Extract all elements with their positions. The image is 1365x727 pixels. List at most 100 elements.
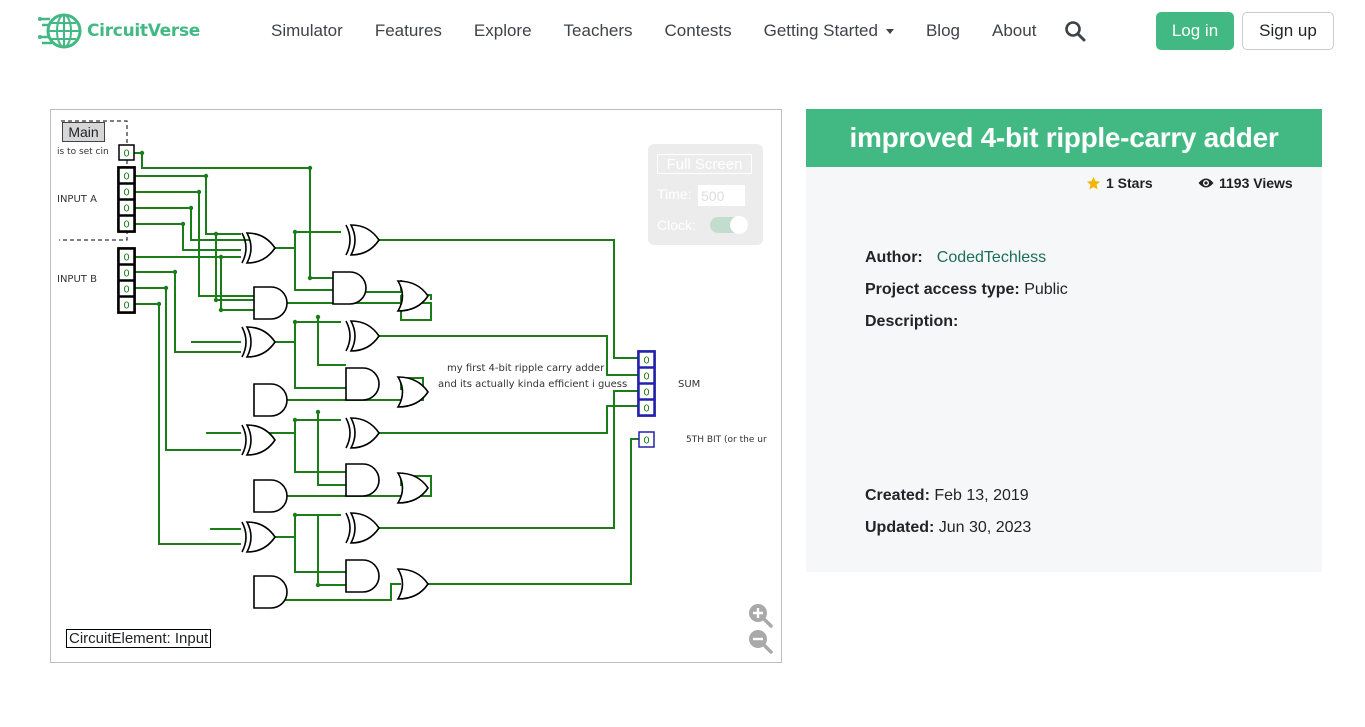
fifth-bit-label: 5TH BIT (or the ur [686,435,767,445]
svg-text:0: 0 [123,188,129,199]
input-b-bit-3[interactable]: 0 [118,296,135,313]
svg-text:0: 0 [123,269,129,280]
input-a-bit-1[interactable]: 0 [118,183,135,200]
clock-label: Clock: [657,217,696,233]
updated-label: Updated: [865,519,935,536]
zoom-out-icon[interactable] [747,628,773,654]
and-gate [253,383,288,417]
caret-down-icon [885,28,894,34]
project-details-card: improved 4-bit ripple-carry adder 1 Star… [806,109,1322,572]
xor-gate [345,417,380,449]
cin-label: is to set cin [57,147,109,157]
sum-label: SUM [678,379,701,390]
note-line-2: and its actually kinda efficient i guess [438,379,628,390]
nav-dropdown-getting-started[interactable]: Getting Started [748,21,910,41]
simulator-controls-panel: Full Screen Time: Clock: [648,144,763,245]
nav-link-explore[interactable]: Explore [473,21,532,40]
circuit-globe-logo [38,13,82,49]
signup-button[interactable]: Sign up [1242,12,1334,50]
or-gate [397,472,429,504]
xor-gate [241,326,276,358]
star-icon [1087,176,1100,189]
brand-name: CircuitVerse [87,21,201,41]
input-b-bit-2[interactable]: 0 [118,280,135,297]
views-text: 1193 Views [1219,175,1293,191]
xor-gate [345,224,380,256]
svg-text:0: 0 [123,220,129,231]
nav-link-about[interactable]: About [992,21,1037,40]
circuit-tab-main[interactable]: Main [62,122,105,142]
svg-text:0: 0 [643,372,649,383]
created-value: Feb 13, 2019 [934,487,1029,504]
sum-output-group [637,350,656,417]
and-gate [345,463,380,497]
input-b-label: INPUT B [57,274,97,285]
svg-text:0: 0 [123,285,129,296]
input-a-bit-3[interactable]: 0 [118,215,135,232]
search-icon[interactable] [1064,20,1086,42]
eye-icon [1198,178,1214,188]
xor-gate [345,320,380,352]
updated-value: Jun 30, 2023 [938,519,1032,536]
input-b-bit-1[interactable]: 0 [118,264,135,281]
note-line-1: my first 4-bit ripple carry adder [447,363,605,374]
nav-link-simulator[interactable]: Simulator [271,21,343,40]
nav-link-features[interactable]: Features [374,21,442,40]
sum-output-bit-2: 0 [638,383,655,400]
and-gate [345,559,380,593]
clock-toggle[interactable] [710,216,748,234]
cin-input[interactable]: 0 [118,144,135,161]
description-label: Description: [865,313,959,330]
access-row: Project access type: Public [865,281,1068,299]
description-row: Description: [865,313,958,331]
created-label: Created: [865,487,930,504]
input-a-label: INPUT A [57,194,97,205]
and-gate [253,286,288,320]
and-gate [253,575,288,609]
stars-text: 1 Stars [1106,175,1153,191]
nav-dropdown-label: Getting Started [763,21,878,40]
fullscreen-button[interactable]: Full Screen [657,154,752,174]
stars-count[interactable]: 1 Stars [1086,174,1153,192]
input-a-bit-0[interactable]: 0 [118,167,135,184]
views-count: 1193 Views [1198,174,1293,192]
updated-row: Updated: Jun 30, 2023 [865,519,1031,537]
sum-output-bit-1: 0 [638,367,655,384]
nav-link-contests[interactable]: Contests [664,21,732,40]
time-input[interactable] [698,185,745,206]
nav-link-teachers[interactable]: Teachers [563,21,633,40]
sum-output-bit-3: 0 [638,399,655,416]
xor-gate [241,521,276,553]
svg-text:0: 0 [123,204,129,215]
time-label: Time: [657,186,692,202]
clock-toggle-knob [730,216,748,234]
svg-text:0: 0 [643,404,649,415]
and-gate [345,367,380,401]
login-button[interactable]: Log in [1156,12,1234,50]
access-label: Project access type: [865,281,1020,298]
or-gate [397,568,429,600]
project-title: improved 4-bit ripple-carry adder [806,109,1322,167]
sum-output-bit-0: 0 [638,351,655,368]
svg-text:0: 0 [123,301,129,312]
author-label: Author: [865,249,923,266]
author-row: Author: CodedTechless [865,249,1046,267]
and-gate [332,271,367,305]
selected-element-label: CircuitElement: Input [66,629,212,648]
input-a-group [117,166,136,233]
author-link[interactable]: CodedTechless [936,249,1047,266]
created-row: Created: Feb 13, 2019 [865,487,1029,505]
brand-logo-link[interactable]: CircuitVerse [38,8,202,54]
xor-gate [241,424,276,456]
nav-link-blog[interactable]: Blog [925,21,960,40]
xor-gate [345,512,380,544]
xor-gate [241,232,276,264]
svg-text:0: 0 [123,172,129,183]
svg-text:0: 0 [123,253,129,264]
input-a-bit-2[interactable]: 0 [118,199,135,216]
input-b-bit-0[interactable]: 0 [118,248,135,265]
carry-output: 0 [638,431,655,448]
zoom-in-icon[interactable] [747,602,773,628]
